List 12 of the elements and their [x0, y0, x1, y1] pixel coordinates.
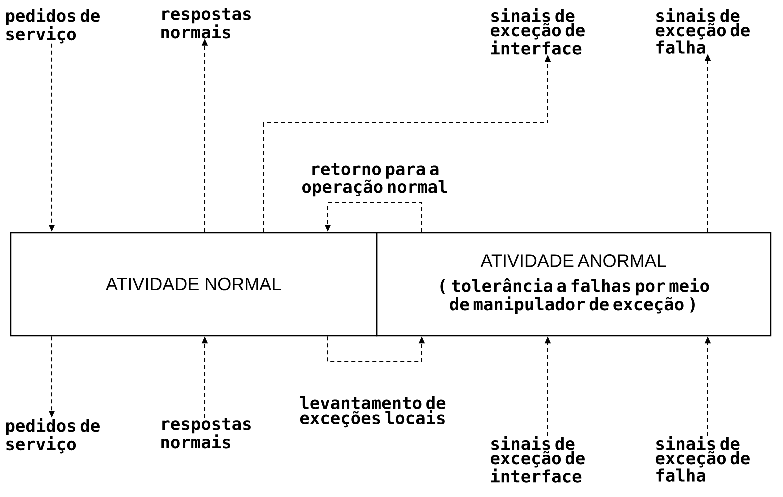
signal-label: respostas normais: [162, 8, 251, 39]
activity-box: ATIVIDADE ANORMAL ( tolerância a falhas por meio de manipulador de exceção ): [376, 232, 772, 337]
edge-label: levantamento de exceções locais: [287, 395, 459, 429]
signal-label: pedidos de serviço: [6, 418, 100, 454]
signal-label: respostas normais: [162, 418, 251, 449]
edge-label: retorno para a operação normal: [289, 162, 461, 198]
signal-label: sinais de exceção de falha: [656, 8, 750, 54]
signal-label: sinais de exceção de interface: [490, 436, 585, 483]
signal-label: sinais de exceção de interface: [490, 8, 585, 55]
signal-label: sinais de exceção de falha: [656, 436, 750, 482]
activity-box: ATIVIDADE NORMAL: [10, 232, 378, 337]
signal-label: pedidos de serviço: [6, 8, 100, 44]
